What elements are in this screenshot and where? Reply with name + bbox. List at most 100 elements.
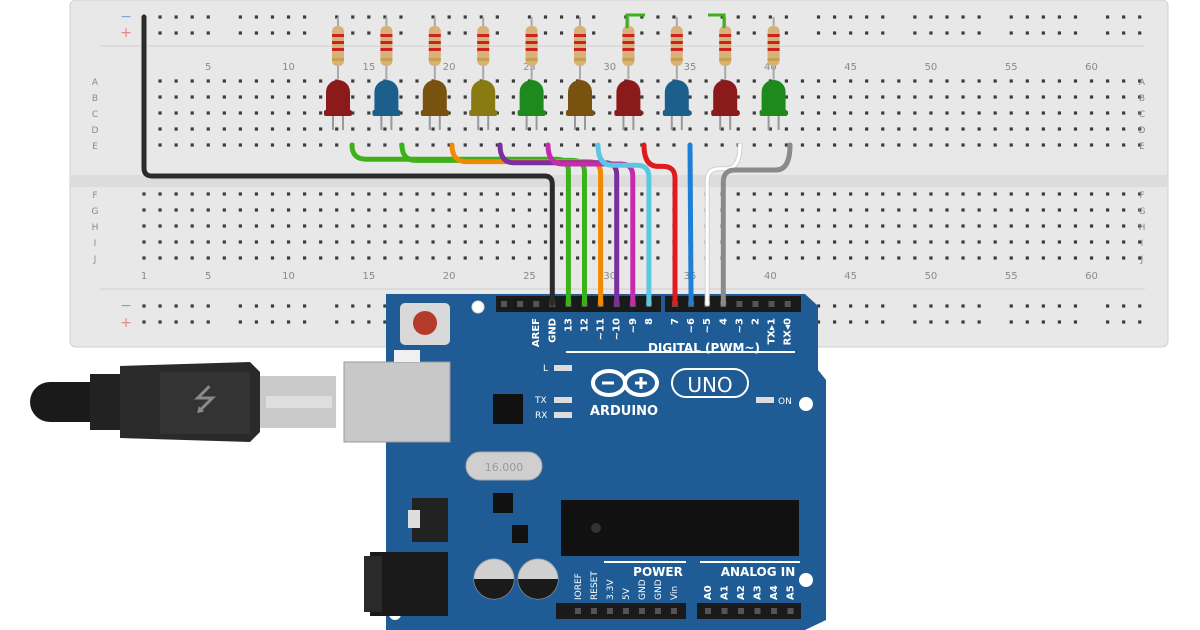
pin-label: ~10 [612,318,623,340]
resistor-band [428,58,441,61]
led-base [662,110,691,116]
arduino-logo-icon [591,369,659,397]
led-base [759,110,788,116]
analog-label: ANALOG IN [721,565,796,579]
resistor-band [332,58,344,61]
led-red[interactable] [326,80,350,112]
wire-to-pin-7[interactable] [642,143,677,306]
wire-to-pin-8[interactable] [596,143,651,306]
column-number: 45 [844,62,857,73]
column-number: 1 [141,271,147,282]
header-pin[interactable] [591,608,597,614]
pin-label: GND [654,579,664,600]
top-rail-plus-label: + [120,25,132,41]
column-number: 15 [362,62,375,73]
pin-label: ~9 [628,318,639,333]
short-jumper[interactable] [708,13,726,28]
header-pin[interactable] [607,608,613,614]
column-number: 10 [282,271,295,282]
short-jumper[interactable] [625,13,645,28]
header-pin[interactable] [768,301,775,307]
column-number: 40 [764,271,777,282]
led-green[interactable] [761,80,786,112]
column-number: 55 [1005,62,1018,73]
pin-label: A5 [786,585,797,600]
resistor-band [719,34,732,37]
resistor-band [574,48,586,51]
header-pin[interactable] [517,301,524,307]
header-pin[interactable] [787,608,794,614]
pin-label: 13 [563,318,574,332]
pin-label: RX◂0 [783,318,794,345]
header-pin[interactable] [575,608,581,614]
resistor-band [670,48,683,51]
resistor-band [622,34,635,37]
bottom-rail-plus-label: + [120,315,132,331]
header-pin[interactable] [501,301,507,307]
jumper-wires[interactable] [141,14,793,307]
resistor-band [525,41,538,44]
resistor-band [477,58,490,61]
led-brown[interactable] [422,80,447,112]
top-rail-minus-label: − [120,9,132,25]
resistor-band [719,58,732,61]
resistor-band [670,41,683,44]
led-base [372,110,401,116]
row-letter: B [1139,94,1145,104]
pin-label: 7 [670,318,681,325]
led-red[interactable] [713,80,738,112]
resistor-band [525,34,538,37]
header-pin[interactable] [639,608,645,614]
resistor-band [767,41,780,44]
pin-label: ~3 [734,318,745,333]
wire-to-pin-5[interactable] [705,143,742,306]
column-number: 25 [523,271,536,282]
resistor-band [332,34,344,37]
column-number: 10 [282,62,295,73]
row-letter: F [92,191,97,201]
resistor-band [428,34,441,37]
pin-label: A4 [769,585,780,600]
led-l-label: L [543,364,548,374]
header-pin[interactable] [784,301,791,307]
usb-icon: ⭍ [193,383,218,418]
led-olive[interactable] [471,80,496,112]
column-number: 20 [443,271,456,282]
model-label: UNO [687,373,732,397]
header-pin[interactable] [736,301,743,307]
led-resistor-array[interactable] [324,13,788,130]
wire-to-pin-6[interactable] [688,143,693,306]
usb-cable[interactable]: ⭍ [30,362,336,442]
column-number: 30 [603,62,616,73]
header-pin[interactable] [533,301,540,307]
led-base [469,110,498,116]
row-letter: D [1139,126,1146,136]
led-blue[interactable] [374,80,399,112]
pin-label: ~11 [596,318,607,340]
column-number: 35 [684,62,697,73]
led-blue[interactable] [664,80,689,112]
header-pin[interactable] [655,608,661,614]
column-number: 5 [205,271,211,282]
header-pin[interactable] [752,301,759,307]
header-pin[interactable] [671,608,677,614]
column-number: 20 [443,62,456,73]
wire-to-pin-4[interactable] [721,143,792,306]
led-green[interactable] [519,80,544,112]
led-brown[interactable] [568,80,592,112]
header-pin[interactable] [721,608,728,614]
resistor-band [767,58,780,61]
resistor-band [622,41,635,44]
led-red[interactable] [616,80,641,112]
pin-label: 8 [644,318,655,325]
header-pin[interactable] [705,608,711,614]
header-pin[interactable] [738,608,744,614]
resistor-band [477,48,490,51]
header-pin[interactable] [623,608,629,614]
wire-to-pin-GND[interactable] [142,15,554,306]
header-pin[interactable] [771,608,777,614]
header-pin[interactable] [754,608,761,614]
